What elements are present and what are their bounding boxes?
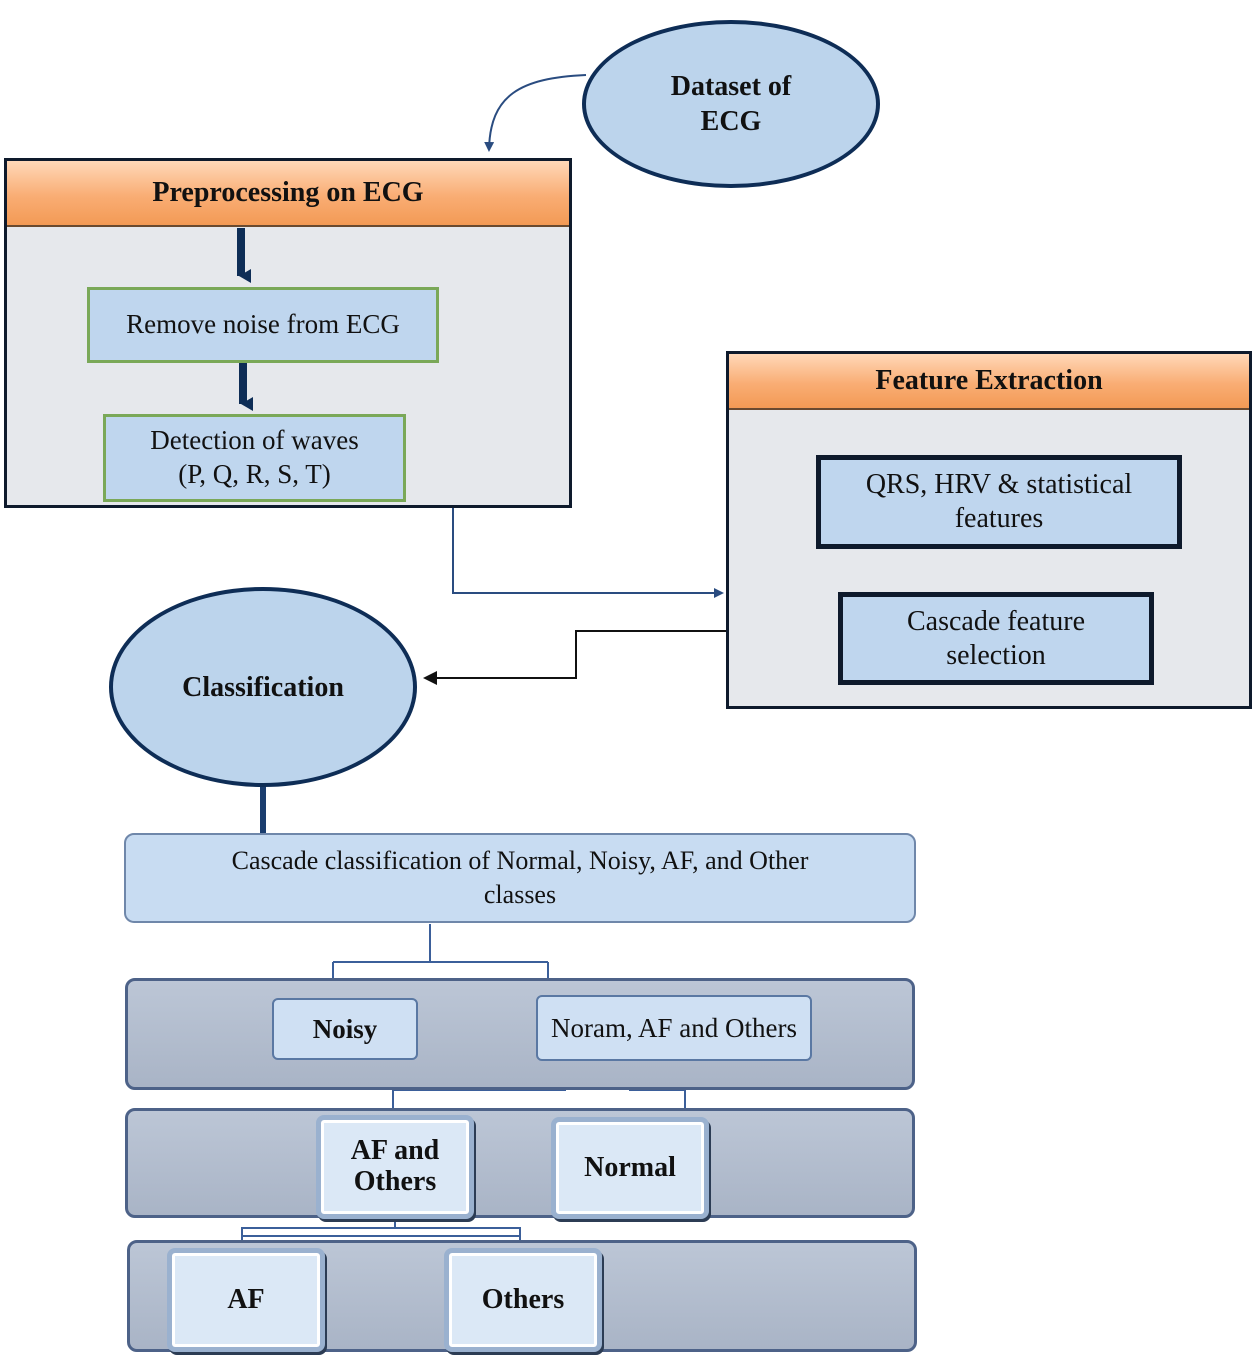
- detection-waves-box: Detection of waves (P, Q, R, S, T): [103, 414, 406, 502]
- cascade-title-line2: classes: [483, 880, 557, 909]
- noisy-box: Noisy: [272, 998, 418, 1060]
- remove-noise-box: Remove noise from ECG: [87, 287, 439, 363]
- feature-extraction-title: Feature Extraction: [875, 365, 1103, 396]
- cascade-classification-box: Cascade classification of Normal, Noisy,…: [124, 833, 916, 923]
- af-and-others-line2: Others: [353, 1166, 437, 1197]
- cascade-level2-row: [125, 1108, 915, 1218]
- af-box: AF: [167, 1248, 325, 1352]
- features-label-line2: features: [954, 503, 1044, 534]
- feature-to-classification-arrow: [423, 630, 727, 685]
- features-label-line1: QRS, HRV & statistical: [865, 469, 1133, 501]
- classification-label: Classification: [182, 671, 344, 703]
- others-box: Others: [444, 1248, 602, 1352]
- preprocessing-header: Preprocessing on ECG: [7, 161, 569, 227]
- cascade-title-line1: Cascade classification of Normal, Noisy,…: [231, 846, 809, 876]
- feature-extraction-header: Feature Extraction: [729, 354, 1249, 410]
- dataset-ellipse: Dataset of ECG: [582, 20, 880, 188]
- af-and-others-line1: AF and: [350, 1135, 440, 1167]
- normal-box: Normal: [551, 1117, 709, 1219]
- features-box: QRS, HRV & statistical features: [816, 455, 1182, 549]
- selection-label-line2: selection: [946, 639, 1046, 671]
- dataset-label-line2: ECG: [700, 106, 762, 137]
- af-and-others-box: AF and Others: [316, 1115, 474, 1219]
- dataset-to-preprocessing-arrow: [484, 74, 587, 152]
- preprocessing-title: Preprocessing on ECG: [152, 177, 424, 208]
- selection-label-line1: Cascade feature: [907, 605, 1085, 637]
- detection-label-line2: (P, Q, R, S, T): [178, 459, 331, 489]
- af-label: AF: [227, 1283, 265, 1315]
- noram-af-others-box: Noram, AF and Others: [536, 995, 812, 1061]
- noram-af-others-label: Noram, AF and Others: [551, 1012, 797, 1043]
- feature-selection-box: Cascade feature selection: [838, 592, 1154, 685]
- preprocessing-to-feature-arrow: [452, 508, 724, 598]
- classification-ellipse: Classification: [109, 587, 417, 787]
- remove-noise-label: Remove noise from ECG: [126, 309, 400, 340]
- noisy-label: Noisy: [312, 1013, 378, 1044]
- normal-label: Normal: [584, 1151, 676, 1183]
- others-label: Others: [481, 1283, 565, 1315]
- dataset-label-line1: Dataset of: [670, 71, 792, 102]
- detection-label-line1: Detection of waves: [150, 425, 359, 456]
